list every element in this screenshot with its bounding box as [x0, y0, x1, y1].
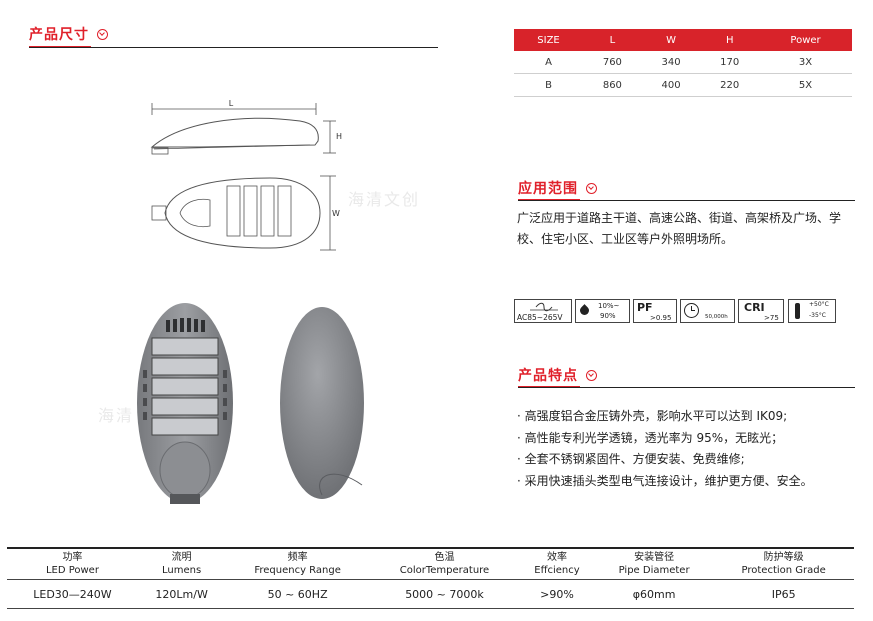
size-title-underline: [29, 47, 438, 48]
temp-low-value: -35°C: [809, 312, 826, 319]
temp-high-value: +50°C: [809, 301, 829, 308]
height-dimension-label: H: [336, 132, 342, 141]
size-table-header: SIZE L W H Power: [514, 29, 852, 51]
temperature-spec-icon: +50°C -35°C: [788, 299, 836, 323]
application-title-underline: [518, 200, 855, 201]
top-view-drawing: W: [151, 175, 340, 251]
droplet-icon: [578, 304, 591, 317]
param-value-pipe-diameter: φ60mm: [594, 579, 714, 609]
size-cell: 760: [583, 51, 642, 74]
table-row: B 860 400 220 5X: [514, 73, 852, 97]
humidity-bottom-value: 90%: [600, 312, 616, 320]
size-cell: 220: [700, 73, 760, 97]
size-cell: 5X: [759, 73, 852, 97]
chevron-circle-icon: [586, 370, 597, 381]
list-item: · 高性能专利光学透镜，透光率为 95%，无眩光；: [517, 430, 784, 445]
size-table: SIZE L W H Power A 760 340 170 3X B 860 …: [514, 29, 852, 97]
cri-spec-icon: CRI >75: [738, 299, 784, 323]
pf-title: PF: [637, 301, 653, 314]
size-cell: 860: [583, 73, 642, 97]
side-view-drawing: L H: [150, 99, 342, 155]
features-list: · 高强度铝合金压铸外壳，影响水平可以达到 IK09; · 高性能专利光学透镜，…: [517, 406, 813, 492]
length-dimension-label: L: [229, 99, 234, 108]
list-item: · 采用快速插头类型电气连接设计，维护更方便、安全。: [517, 473, 813, 488]
cri-value: >75: [764, 314, 779, 322]
size-header-cell: SIZE: [514, 29, 584, 51]
param-value-frequency: 50 ~ 60HZ: [225, 579, 370, 609]
param-value-lumens: 120Lm/W: [137, 579, 226, 609]
size-header-cell: H: [700, 29, 760, 51]
pf-value: >0.95: [650, 314, 672, 322]
thermometer-icon: [795, 303, 800, 319]
watermark: 海清文创: [348, 190, 421, 209]
size-cell: A: [514, 51, 584, 74]
width-dimension-label: W: [332, 209, 340, 218]
clock-icon: [684, 303, 699, 318]
lifetime-spec-icon: 50,000h: [680, 299, 735, 323]
size-cell: 170: [700, 51, 760, 74]
size-header-cell: L: [583, 29, 642, 51]
features-section-title: 产品特点: [518, 365, 597, 385]
lamp-front-image: [137, 303, 233, 504]
chevron-circle-icon: [586, 183, 597, 194]
size-cell: 3X: [759, 51, 852, 74]
features-title-underline: [518, 387, 855, 388]
size-header-cell: W: [641, 29, 701, 51]
application-text: 广泛应用于道路主干道、高速公路、街道、高架桥及广场、学校、住宅小区、工业区等户外…: [517, 211, 842, 246]
lamp-back-image: [280, 307, 364, 499]
humidity-top-value: 10%~: [598, 302, 620, 310]
param-value-protection: IP65: [713, 579, 854, 609]
size-header-cell: Power: [759, 29, 852, 51]
pf-spec-icon: PF >0.95: [633, 299, 677, 323]
chevron-circle-icon: [97, 29, 108, 40]
voltage-spec-icon: AC85~265V: [514, 299, 572, 323]
cri-title: CRI: [744, 301, 765, 314]
lifetime-value: 50,000h: [705, 314, 728, 320]
size-cell: 340: [641, 51, 701, 74]
humidity-spec-icon: 10%~ 90%: [575, 299, 630, 323]
list-item: · 高强度铝合金压铸外壳，影响水平可以达到 IK09;: [517, 409, 788, 423]
size-section-title: 产品尺寸: [29, 24, 108, 44]
table-row: A 760 340 170 3X: [514, 51, 852, 74]
param-value-color-temp: 5000 ~ 7000k: [369, 579, 520, 609]
size-cell: 400: [641, 73, 701, 97]
application-section-title: 应用范围: [518, 178, 597, 198]
param-value-power: LED30—240W: [7, 579, 138, 609]
table-row: LED30—240W 120Lm/W 50 ~ 60HZ 5000 ~ 7000…: [7, 579, 854, 609]
size-cell: B: [514, 73, 584, 97]
watermark: 海清: [98, 406, 135, 425]
voltage-value: AC85~265V: [517, 313, 563, 322]
param-value-efficiency: >90%: [519, 579, 595, 609]
list-item: · 全套不锈钢紧固件、方便安装、免费维修;: [517, 452, 745, 466]
